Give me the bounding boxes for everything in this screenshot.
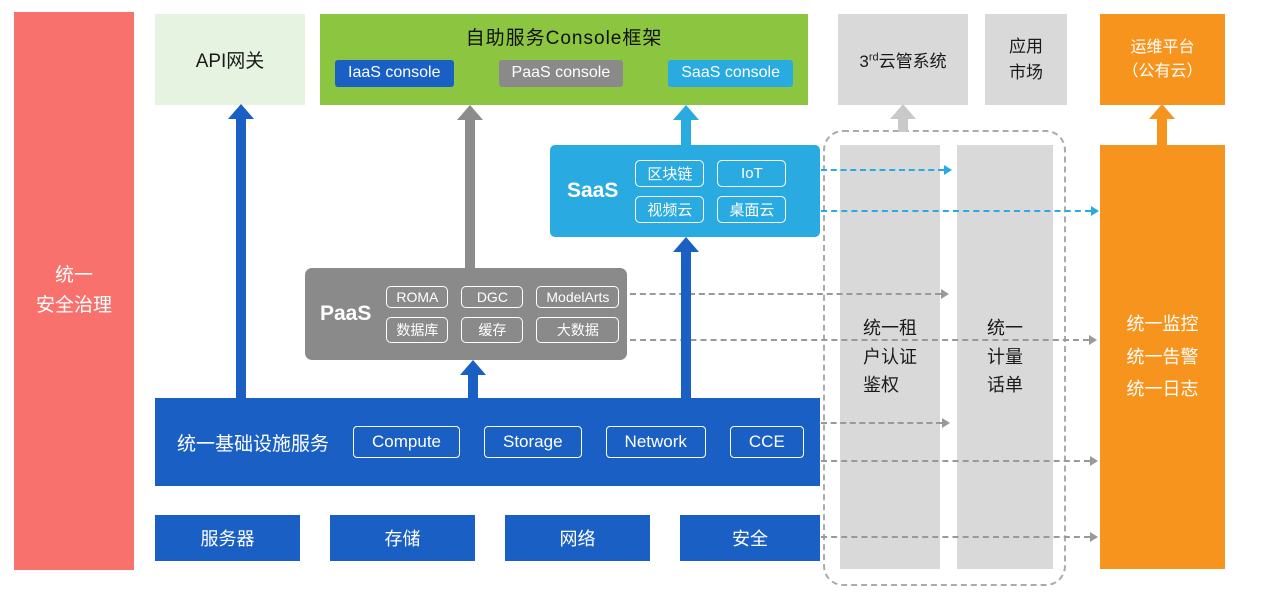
console-framework-title: 自助服务Console框架 [465, 28, 663, 49]
chip-video-cloud: 视频云 [635, 195, 705, 223]
arrow-saas-to-console [673, 105, 699, 145]
chip-bigdata: 大数据 [536, 316, 620, 343]
dashed-saas-to-monitoring [821, 205, 1099, 217]
arrow-infra-to-api-gateway [228, 104, 254, 398]
om-platform-box: 运维平台 （公有云） [1100, 14, 1225, 105]
monitoring-label: 统一监控 统一告警 统一日志 [1126, 314, 1199, 400]
paas-console-button: PaaS console [498, 60, 624, 87]
chip-desktop-cloud: 桌面云 [717, 195, 787, 223]
chip-blockchain: 区块链 [635, 159, 705, 187]
chip-modelarts: ModelArts [536, 285, 620, 308]
chip-cache: 缓存 [461, 316, 524, 343]
chip-compute: Compute [353, 426, 460, 458]
third-party-cmp-rest: 云管系统 [878, 52, 947, 71]
chip-cce: CCE [729, 426, 804, 458]
metering-bar: 统一 计量 话单 [957, 145, 1053, 569]
dashed-security-to-monitoring [821, 531, 1098, 543]
tenant-auth-label: 统一租 户认证 鉴权 [863, 317, 917, 396]
saas-box: SaaS 区块链 IoT 视频云 桌面云 [550, 145, 820, 237]
dashed-infra-to-metering [821, 417, 950, 429]
network-box: 网络 [505, 515, 650, 561]
chip-roma: ROMA [386, 285, 449, 308]
console-framework-box: 自助服务Console框架 IaaS console PaaS console … [320, 14, 808, 105]
api-gateway-box: API网关 [155, 14, 305, 105]
iaas-console-button: IaaS console [335, 60, 454, 87]
chip-iot: IoT [717, 159, 787, 187]
arrow-monitoring-to-om-platform [1149, 104, 1175, 145]
security-governance-bar: 统一 安全治理 [14, 12, 134, 570]
third-party-cmp-box: 3rd云管系统 [838, 14, 968, 105]
monitoring-bar: 统一监控 统一告警 统一日志 [1100, 145, 1225, 569]
chip-database: 数据库 [386, 316, 449, 343]
third-party-cmp-sup: rd [868, 51, 879, 64]
app-market-box: 应用 市场 [985, 14, 1067, 105]
paas-chips: ROMA DGC ModelArts 数据库 缓存 大数据 [386, 285, 620, 343]
chip-dgc: DGC [461, 285, 524, 308]
dashed-paas-to-metering [630, 288, 949, 300]
infrastructure-label: 统一基础设施服务 [177, 433, 330, 455]
arrow-paas-to-console [457, 105, 483, 268]
chip-storage: Storage [484, 426, 582, 458]
chip-network: Network [605, 426, 706, 458]
tenant-auth-bar: 统一租 户认证 鉴权 [840, 145, 940, 569]
arrow-infra-to-saas [673, 237, 699, 398]
console-buttons-row: IaaS console PaaS console SaaS console [320, 50, 808, 87]
arrow-infra-to-paas [460, 360, 486, 398]
storage-box: 存储 [330, 515, 475, 561]
saas-label: SaaS [567, 179, 619, 202]
dashed-paas-to-monitoring [630, 334, 1097, 346]
paas-label: PaaS [320, 302, 372, 325]
arrow-group-to-third-party-cmp [890, 104, 916, 132]
server-box: 服务器 [155, 515, 300, 561]
third-party-cmp-label: 3rd云管系统 [859, 47, 946, 72]
auth-metering-group [823, 130, 1066, 586]
security-box: 安全 [680, 515, 820, 561]
paas-box: PaaS ROMA DGC ModelArts 数据库 缓存 大数据 [305, 268, 627, 360]
infrastructure-box: 统一基础设施服务 Compute Storage Network CCE [155, 398, 820, 486]
saas-console-button: SaaS console [668, 60, 793, 87]
dashed-saas-to-metering [821, 164, 952, 176]
dashed-infra-to-monitoring [821, 455, 1098, 467]
saas-chips: 区块链 IoT 视频云 桌面云 [635, 159, 787, 223]
third-party-cmp-prefix: 3 [859, 52, 869, 71]
metering-label: 统一 计量 话单 [987, 317, 1023, 396]
